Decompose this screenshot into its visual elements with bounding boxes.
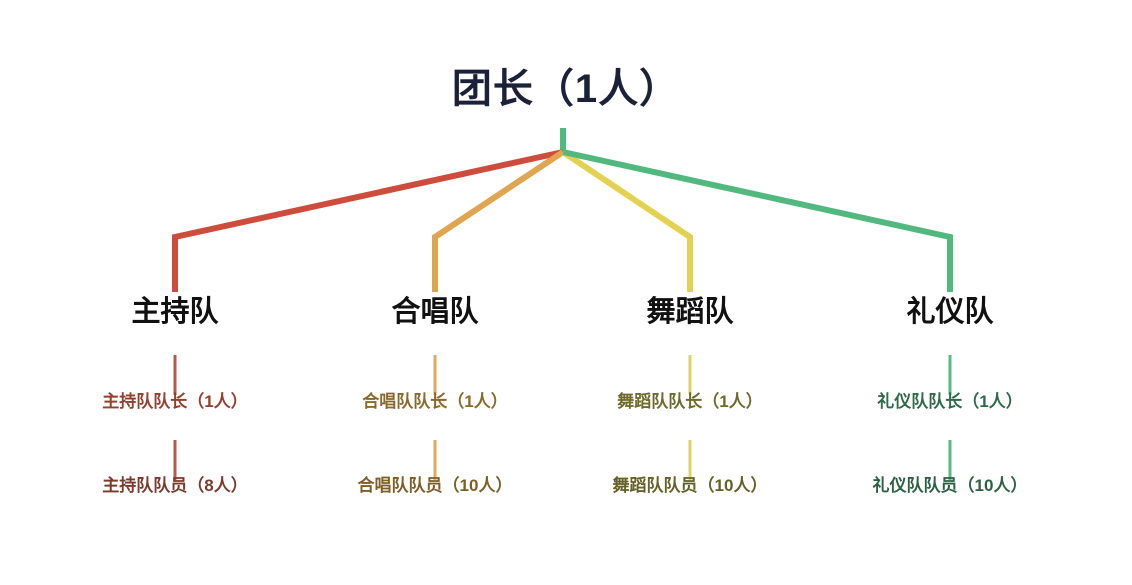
connector-liyidui bbox=[562, 149, 953, 292]
team-column-hechangdui: 合唱队 合唱队队长（1人） 合唱队队员（10人） bbox=[305, 295, 565, 497]
team-leader-zhuchidui: 主持队队长（1人） bbox=[102, 392, 248, 411]
team-name-zhuchidui: 主持队 bbox=[131, 296, 219, 328]
page-title: 团长（1人） bbox=[451, 67, 681, 111]
team-column-wudaodui: 舞蹈队 舞蹈队队长（1人） 舞蹈队队员（10人） bbox=[560, 295, 820, 497]
connector-hechangdui bbox=[432, 149, 565, 292]
team-leader-wudaodui: 舞蹈队队长（1人） bbox=[617, 392, 763, 411]
team-column-liyidui: 礼仪队 礼仪队队长（1人） 礼仪队队员（10人） bbox=[820, 295, 1080, 497]
team-member-hechangdui: 合唱队队员（10人） bbox=[357, 476, 513, 495]
team-column-zhuchidui: 主持队 主持队队长（1人） 主持队队员（8人） bbox=[45, 295, 305, 497]
team-leader-liyidui: 礼仪队队长（1人） bbox=[877, 392, 1023, 411]
connector-zhuchidui bbox=[172, 149, 564, 292]
team-name-hechangdui: 合唱队 bbox=[391, 296, 479, 328]
team-name-liyidui: 礼仪队 bbox=[906, 296, 994, 328]
team-leader-hechangdui: 合唱队队长（1人） bbox=[362, 392, 508, 411]
team-member-wudaodui: 舞蹈队队员（10人） bbox=[612, 476, 768, 495]
connector-wudaodui bbox=[561, 149, 693, 292]
team-member-liyidui: 礼仪队队员（10人） bbox=[872, 476, 1028, 495]
team-member-zhuchidui: 主持队队员（8人） bbox=[102, 476, 248, 495]
team-name-wudaodui: 舞蹈队 bbox=[646, 296, 734, 328]
